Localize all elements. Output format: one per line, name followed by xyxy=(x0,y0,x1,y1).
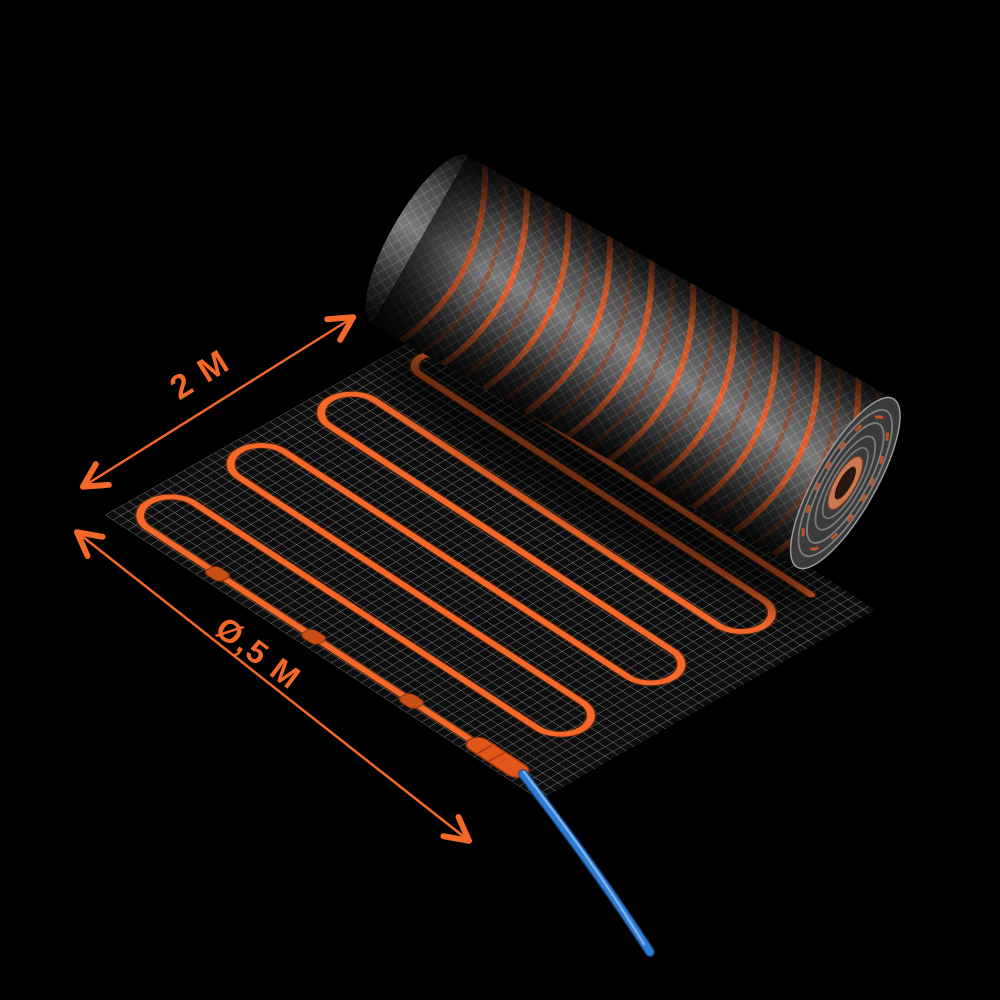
roll-layer-ring xyxy=(806,422,885,544)
roll-cable-cross-sections xyxy=(801,415,890,551)
connector-ridges xyxy=(477,744,506,762)
power-lead-highlight xyxy=(522,770,646,946)
roll-layer-ring xyxy=(814,435,877,531)
roll-shadow xyxy=(377,345,823,611)
roll-layer-ring xyxy=(821,446,869,520)
power-lead-cable xyxy=(518,769,655,957)
dimension-arrow-width xyxy=(73,529,473,844)
mat-roll xyxy=(365,154,901,570)
dimension-arrow-length xyxy=(79,314,357,490)
roll-layer-ring xyxy=(797,408,894,558)
roll-end-face xyxy=(789,396,901,570)
roll-shading xyxy=(365,154,901,569)
roll-far-end-shade xyxy=(371,155,529,359)
heating-cable-serpentine xyxy=(136,351,816,759)
roll-core-hole xyxy=(834,466,856,500)
